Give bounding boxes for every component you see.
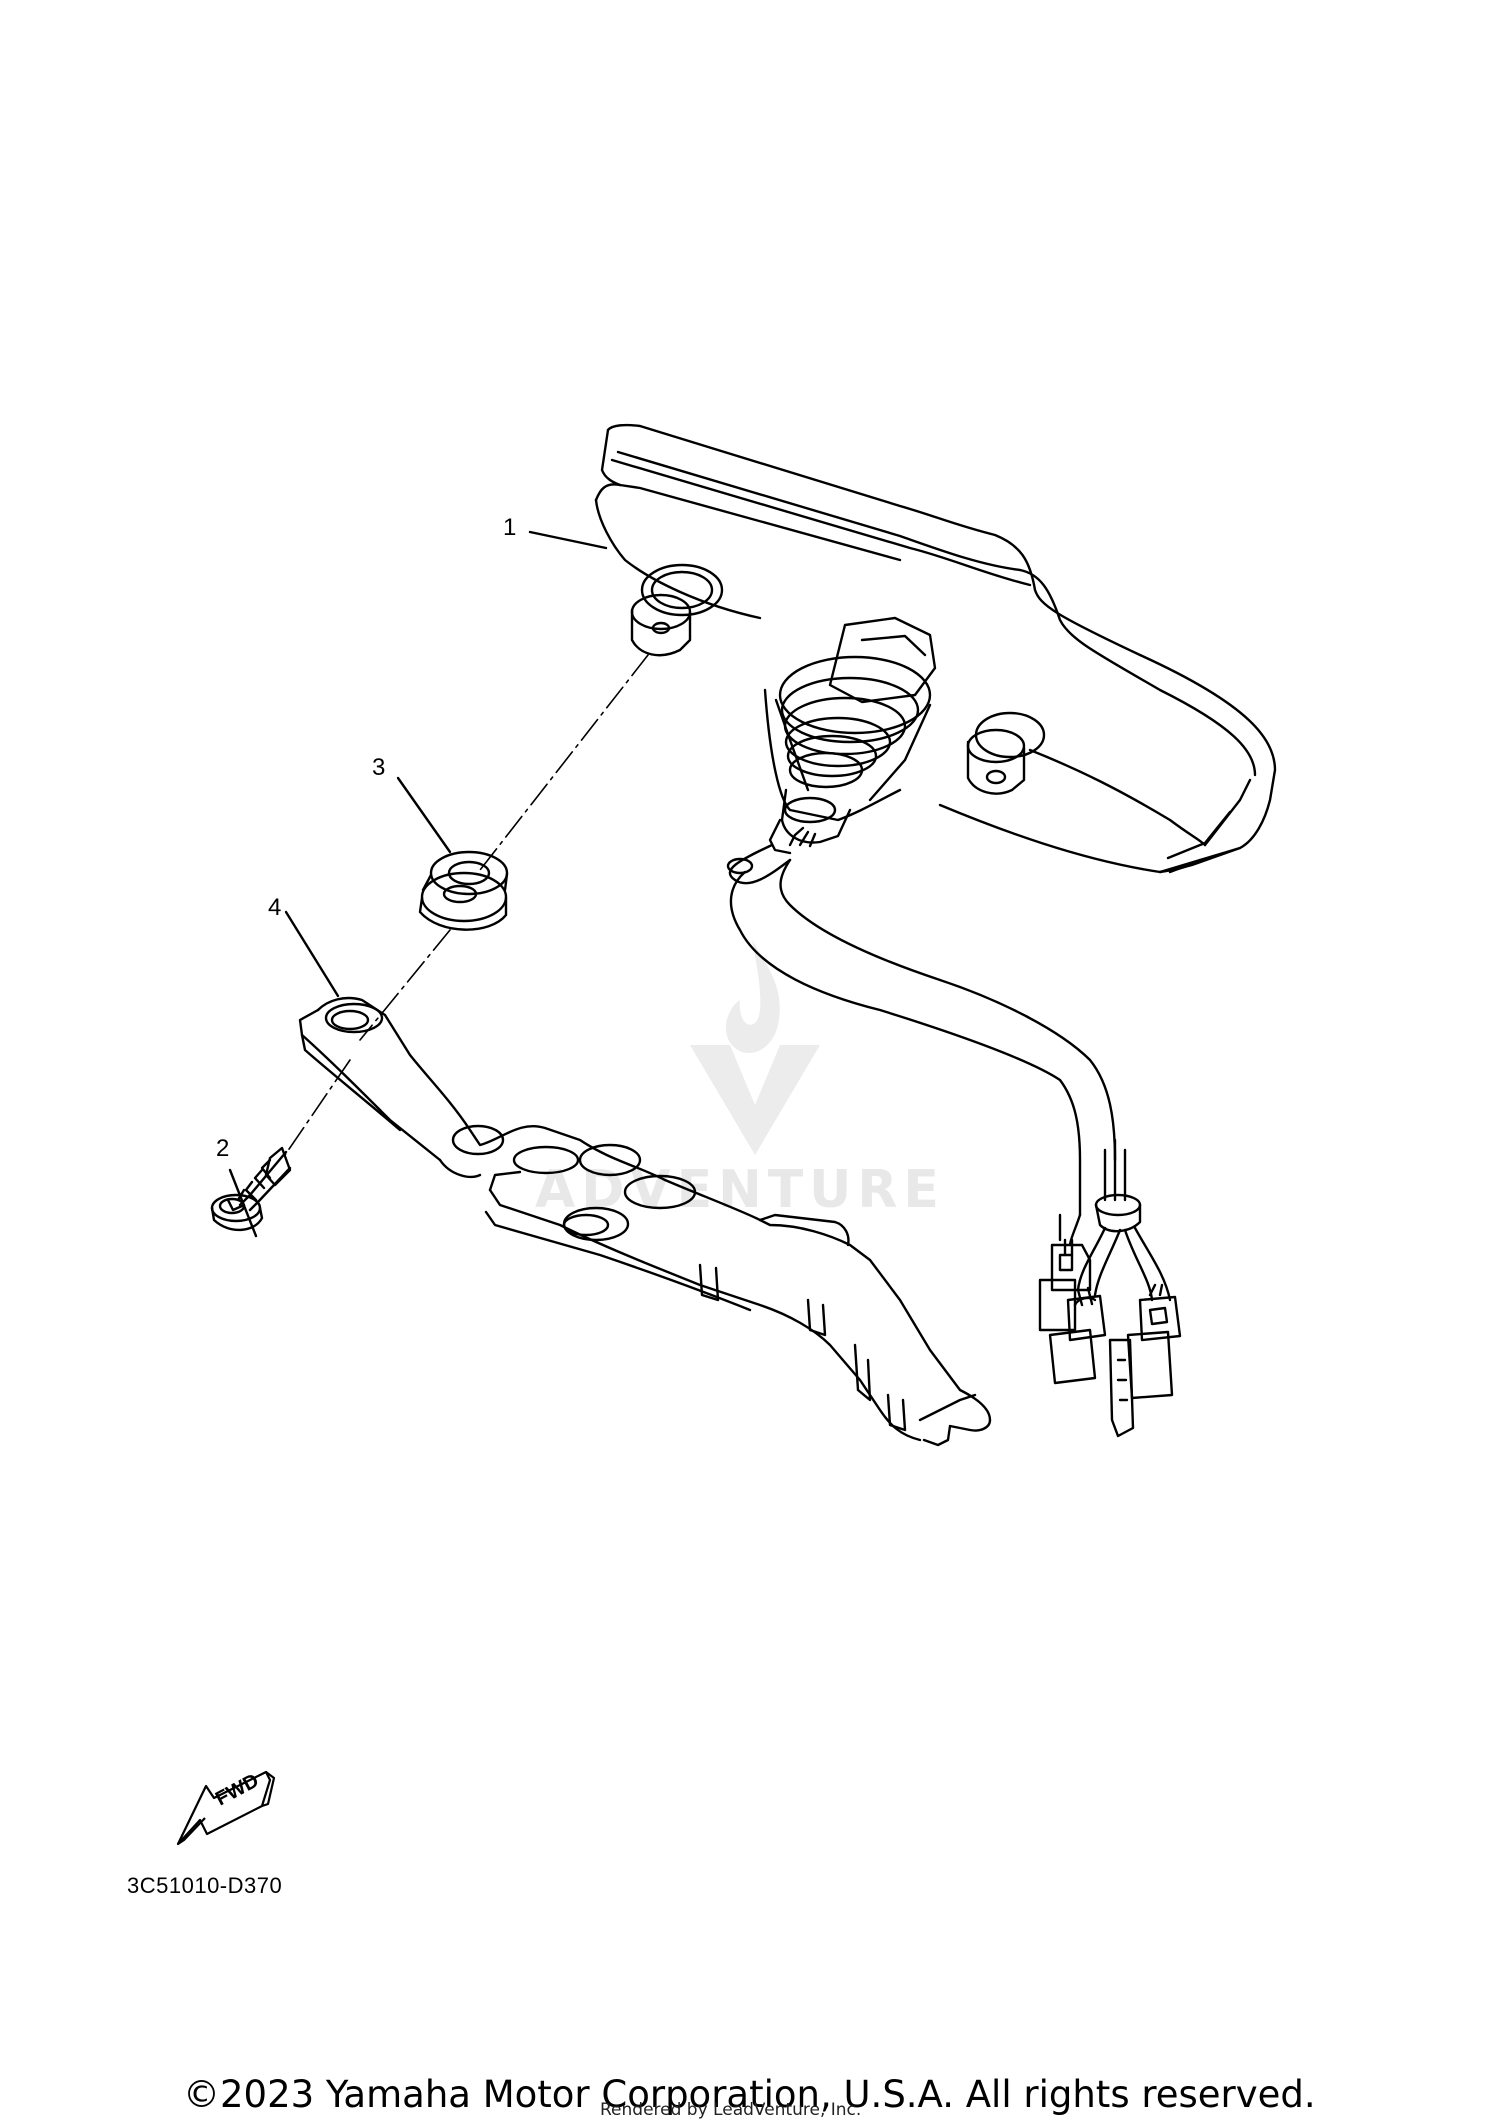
rendered-by-credit: Rendered by LeadVenture, Inc. (600, 2100, 862, 2120)
leader-line-3 (396, 776, 452, 854)
bracket (298, 996, 992, 1447)
fwd-direction-indicator (176, 1770, 276, 1846)
callout-part-4: 4 (268, 894, 282, 921)
assembly-line-bracket-to-screw (284, 1059, 351, 1156)
callout-part-2: 2 (216, 1135, 230, 1162)
leader-line-2 (228, 1168, 258, 1238)
leader-line-4 (284, 910, 340, 998)
grommet (418, 850, 509, 931)
assembly-line-boss-to-grommet (479, 654, 649, 871)
meter-assembly (594, 423, 1277, 1438)
screw (210, 1146, 292, 1232)
assembly-line-grommet-to-bracket (359, 929, 451, 1041)
callout-part-3: 3 (372, 754, 386, 781)
copyright-notice: ©2023 Yamaha Motor Corporation, U.S.A. A… (183, 2073, 1316, 2116)
leader-line-1 (528, 530, 608, 550)
drawing-code: 3C51010-D370 (127, 1873, 283, 1898)
leadventure-flame-logo (690, 940, 820, 1155)
callout-part-1: 1 (503, 514, 517, 541)
